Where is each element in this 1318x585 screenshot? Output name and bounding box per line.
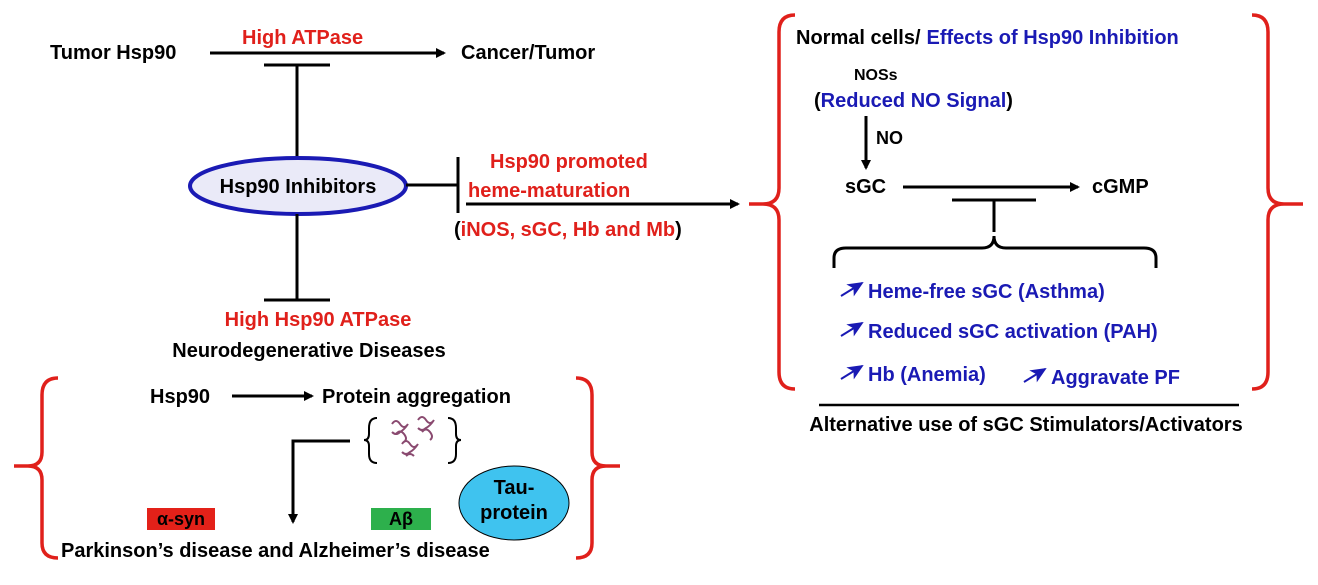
effect-item: Hb (Anemia) (868, 364, 986, 386)
sgc-stimulators-label: Alternative use of sGC Stimulators/Activ… (809, 414, 1242, 436)
heme-targets: (iNOS, sGC, Hb and Mb) (454, 219, 682, 241)
alpha-syn-label: α-syn (157, 509, 205, 529)
diseases-label: Parkinson’s disease and Alzheimer’s dise… (61, 540, 490, 562)
no-label: NO (876, 128, 903, 148)
heme-maturation-line2: heme-maturation (468, 180, 630, 202)
effects-brace (832, 235, 1158, 268)
neuro-bracket-left (14, 376, 59, 560)
tau-line2: protein (480, 502, 548, 524)
noss-label: NOSs (854, 67, 898, 84)
effects-list: Heme-free sGC (Asthma) Reduced sGC activ… (840, 281, 1180, 389)
cancer-tumor-label: Cancer/Tumor (461, 42, 595, 64)
effects-bracket-left (749, 13, 796, 391)
arrowhead-bullet-icon (840, 364, 864, 380)
heme-maturation-line1: Hsp90 promoted (490, 151, 648, 173)
abeta-label: Aβ (389, 509, 413, 529)
aggregation-to-disease-arrow (288, 439, 350, 524)
arrowhead-bullet-icon (840, 321, 864, 337)
abeta-box (371, 508, 431, 530)
effect-item: Reduced sGC activation (PAH) (868, 321, 1158, 343)
hsp90-inhibitors-label: Hsp90 Inhibitors (220, 176, 377, 198)
neuro-bracket-right (575, 376, 620, 560)
high-hsp90-atpase-label: High Hsp90 ATPase (225, 309, 412, 331)
sgc-label: sGC (845, 176, 886, 198)
protein-aggregate-icon (363, 416, 462, 464)
effect-item: Aggravate PF (1051, 367, 1180, 389)
alpha-syn-box (147, 508, 215, 530)
arrowhead-bullet-icon (840, 281, 864, 297)
reduced-no-signal: (Reduced NO Signal) (814, 90, 1013, 112)
arrowhead-bullet-icon (1023, 367, 1047, 383)
neurodegenerative-title: Neurodegenerative Diseases (172, 340, 445, 362)
high-atpase-label: High ATPase (242, 27, 363, 49)
tau-protein-node (458, 465, 570, 541)
neuro-hsp90-label: Hsp90 (150, 386, 210, 408)
effects-title: Normal cells/Effects of Hsp90 Inhibition (796, 27, 1179, 49)
cgmp-label: cGMP (1092, 176, 1149, 198)
effect-item: Heme-free sGC (Asthma) (868, 281, 1105, 303)
tau-line1: Tau- (494, 477, 535, 499)
effects-bracket-right (1251, 13, 1303, 391)
protein-aggregation-label: Protein aggregation (322, 386, 511, 408)
tumor-hsp90-label: Tumor Hsp90 (50, 42, 176, 64)
